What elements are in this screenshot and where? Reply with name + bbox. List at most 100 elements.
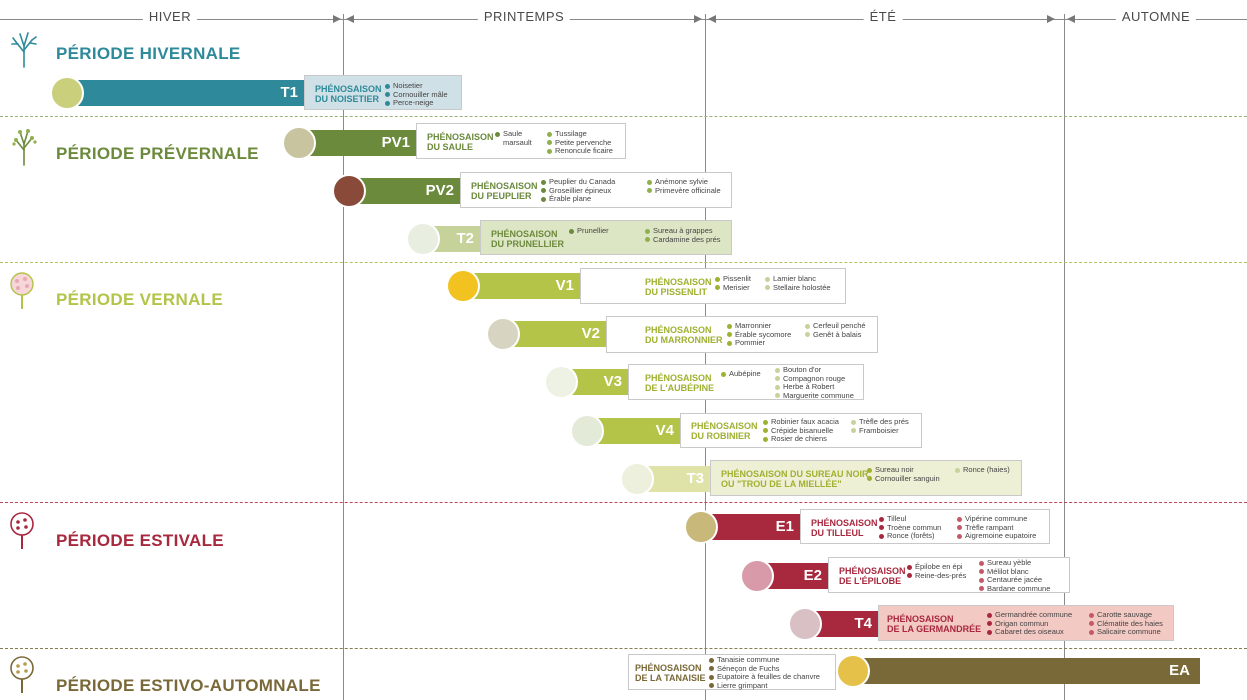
phenoseason-bar-pv1: PV1 bbox=[296, 130, 416, 156]
season-axis bbox=[0, 19, 1247, 20]
species-item: Crépide bisanuelle bbox=[763, 426, 839, 436]
season-divider-1 bbox=[343, 14, 344, 700]
species-item: Eupatoire à feuilles de chanvre bbox=[709, 672, 820, 682]
box-title-line1: PHÉNOSAISON bbox=[427, 132, 494, 142]
species-item: Aigremoine eupatoire bbox=[957, 531, 1036, 541]
season-arrows bbox=[333, 15, 1075, 23]
phenoseason-bar-ea: EA bbox=[850, 658, 1200, 684]
divider-estivale bbox=[0, 502, 1247, 503]
season-divider-2 bbox=[705, 14, 706, 700]
period-vernale: PÉRIODE VERNALE bbox=[56, 290, 223, 309]
species-item: Marronnier bbox=[727, 321, 791, 331]
phenoseason-code: PV1 bbox=[381, 134, 410, 151]
box-title-line1: PHÉNOSAISON bbox=[645, 373, 712, 383]
phenoseason-code: T2 bbox=[456, 230, 474, 247]
species-item: Bouton d'or bbox=[775, 365, 854, 375]
phenoseason-code: V3 bbox=[603, 373, 622, 390]
season-ete: ÉTÉ bbox=[863, 9, 903, 24]
species-item: Aubépine bbox=[721, 369, 761, 379]
species-item: Séneçon de Fuchs bbox=[709, 664, 820, 674]
species-item: Lierre grimpant bbox=[709, 681, 820, 691]
species-item: Ronce (haies) bbox=[955, 465, 1010, 475]
box-title-line1: PHÉNOSAISON bbox=[645, 325, 712, 335]
species-item: Prunellier bbox=[569, 226, 609, 236]
box-title-line1: PHÉNOSAISON bbox=[691, 421, 758, 431]
species-item: Épilobe en épi bbox=[907, 562, 966, 572]
season-divider-3 bbox=[1064, 14, 1065, 700]
period-estivale: PÉRIODE ESTIVALE bbox=[56, 531, 224, 550]
box-title-line1: PHÉNOSAISON bbox=[635, 663, 702, 673]
box-title-line1: PHÉNOSAISON bbox=[471, 181, 538, 191]
blackthorn-flower-icon bbox=[406, 222, 440, 256]
species-item: Tilleul bbox=[879, 514, 941, 524]
period-hivernale: PÉRIODE HIVERNALE bbox=[56, 44, 241, 63]
species-item: Pissenlit bbox=[715, 274, 751, 284]
species-item: Ronce (forêts) bbox=[879, 531, 941, 541]
box-title-line2: DE L'AUBÉPINE bbox=[645, 383, 715, 393]
germander-flower-icon bbox=[788, 607, 822, 641]
species-item: Carotte sauvage bbox=[1089, 610, 1163, 620]
phenoseason-code: V2 bbox=[581, 325, 600, 342]
phenoseason-code: PV2 bbox=[425, 182, 454, 199]
season-hiver: HIVER bbox=[142, 9, 198, 24]
species-item: Bardane commune bbox=[979, 584, 1050, 594]
box-title-line1: PHÉNOSAISON DU SUREAU NOIR bbox=[721, 469, 869, 479]
species-item: Origan commun bbox=[987, 619, 1072, 629]
box-title-line2: DU SAULE bbox=[427, 142, 474, 152]
species-item: Érable sycomore bbox=[727, 330, 791, 340]
species-item: Troène commun bbox=[879, 523, 941, 533]
species-item: Genêt à balais bbox=[805, 330, 866, 340]
linden-flower-icon bbox=[684, 510, 718, 544]
species-item: Mélilot blanc bbox=[979, 567, 1050, 577]
divider-prevernale bbox=[0, 116, 1247, 117]
phenoseason-code: E2 bbox=[803, 567, 822, 584]
species-item: Anémone sylvie bbox=[647, 177, 721, 187]
budding-tree-icon bbox=[12, 129, 37, 166]
willowherb-flower-icon bbox=[740, 559, 774, 593]
divider-estivo bbox=[0, 648, 1247, 649]
species-item: Peuplier du Canada bbox=[541, 177, 615, 187]
box-title-line2: DU NOISETIER bbox=[315, 94, 380, 104]
box-title-line2: DU PISSENLIT bbox=[645, 287, 708, 297]
species-item: Rosier de chiens bbox=[763, 434, 839, 444]
poplar-catkin-icon bbox=[332, 174, 366, 208]
species-item: Stellaire holostée bbox=[765, 283, 831, 293]
species-item: Cerfeuil penché bbox=[805, 321, 866, 331]
species-item: Germandrée commune bbox=[987, 610, 1072, 620]
species-item: Sureau à grappes bbox=[645, 226, 721, 236]
species-item: Clématite des haies bbox=[1089, 619, 1163, 629]
box-title-line2: DU PEUPLIER bbox=[471, 191, 532, 201]
species-item: Sureau noir bbox=[867, 465, 940, 475]
species-item: Merisier bbox=[715, 283, 751, 293]
species-item: Saule bbox=[495, 129, 532, 139]
chestnut-flower-icon bbox=[486, 317, 520, 351]
species-item: Centaurée jacée bbox=[979, 575, 1050, 585]
species-item: Lamier blanc bbox=[765, 274, 831, 284]
season-printemps: PRINTEMPS bbox=[477, 9, 571, 24]
box-title-line1: PHÉNOSAISON bbox=[491, 229, 558, 239]
blossom-tree-icon bbox=[10, 272, 34, 309]
box-title-line2: DE L'ÉPILOBE bbox=[839, 576, 902, 586]
hazel-catkin-icon bbox=[50, 76, 84, 110]
species-item: Petite pervenche bbox=[547, 138, 613, 148]
box-title-line2: DU PRUNELLIER bbox=[491, 239, 565, 249]
bare-tree-icon bbox=[11, 32, 37, 68]
tansy-flower-icon bbox=[836, 654, 870, 688]
species-item: Noisetier bbox=[385, 81, 448, 91]
species-item: Perce-neige bbox=[385, 98, 448, 108]
season-automne: AUTOMNE bbox=[1115, 9, 1197, 24]
species-item: Primevère officinale bbox=[647, 186, 721, 196]
species-item: Érable plane bbox=[541, 194, 615, 204]
species-item: Reine-des-prés bbox=[907, 571, 966, 581]
phenoseason-code: T3 bbox=[686, 470, 704, 487]
phenoseason-code: T4 bbox=[854, 615, 872, 632]
box-title-line1: PHÉNOSAISON bbox=[315, 84, 382, 94]
